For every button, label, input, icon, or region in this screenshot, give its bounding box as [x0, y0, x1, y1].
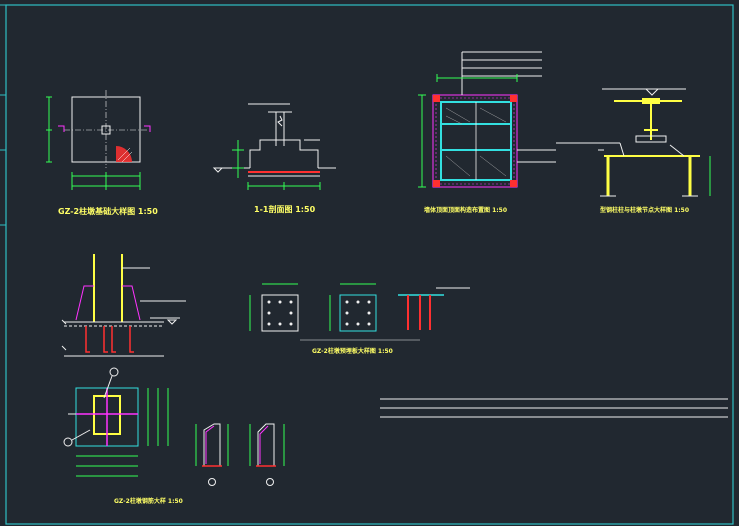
detail-stiffener-section-1 — [195, 423, 229, 486]
detail-stiffener-section-2 — [249, 423, 285, 486]
detail-gz2-foundation-plan: GZ-2柱墩基础大样图 1:50 — [46, 90, 158, 216]
detail-section-1-1: 1-1剖面图 1:50 — [212, 103, 336, 214]
drawing-frame — [5, 4, 734, 525]
label-wall-column-plan: 墙体顶面顶面构造布置图 1:50 — [424, 206, 507, 214]
detail-gz2-stiffener: GZ-2柱墩钢筋大样 1:50 — [63, 367, 183, 505]
label-gz2-base-plate: GZ-2柱墩预埋板大样图 1:50 — [312, 347, 393, 355]
detail-wall-column-plan: 墙体顶面顶面构造布置图 1:50 — [418, 51, 556, 214]
label-section-1-1: 1-1剖面图 1:50 — [254, 204, 316, 214]
notes-lines — [380, 398, 728, 418]
label-gz2-stiffener: GZ-2柱墩钢筋大样 1:50 — [114, 497, 183, 505]
detail-gz2-base-plate: GZ-2柱墩预埋板大样图 1:50 — [249, 283, 470, 355]
detail-column-base-elevation — [61, 254, 186, 357]
detail-column-joint: 型钢柱柱与柱墩节点大样图 1:50 — [556, 88, 711, 214]
label-column-joint: 型钢柱柱与柱墩节点大样图 1:50 — [600, 206, 689, 214]
label-gz2-foundation: GZ-2柱墩基础大样图 1:50 — [58, 206, 158, 216]
